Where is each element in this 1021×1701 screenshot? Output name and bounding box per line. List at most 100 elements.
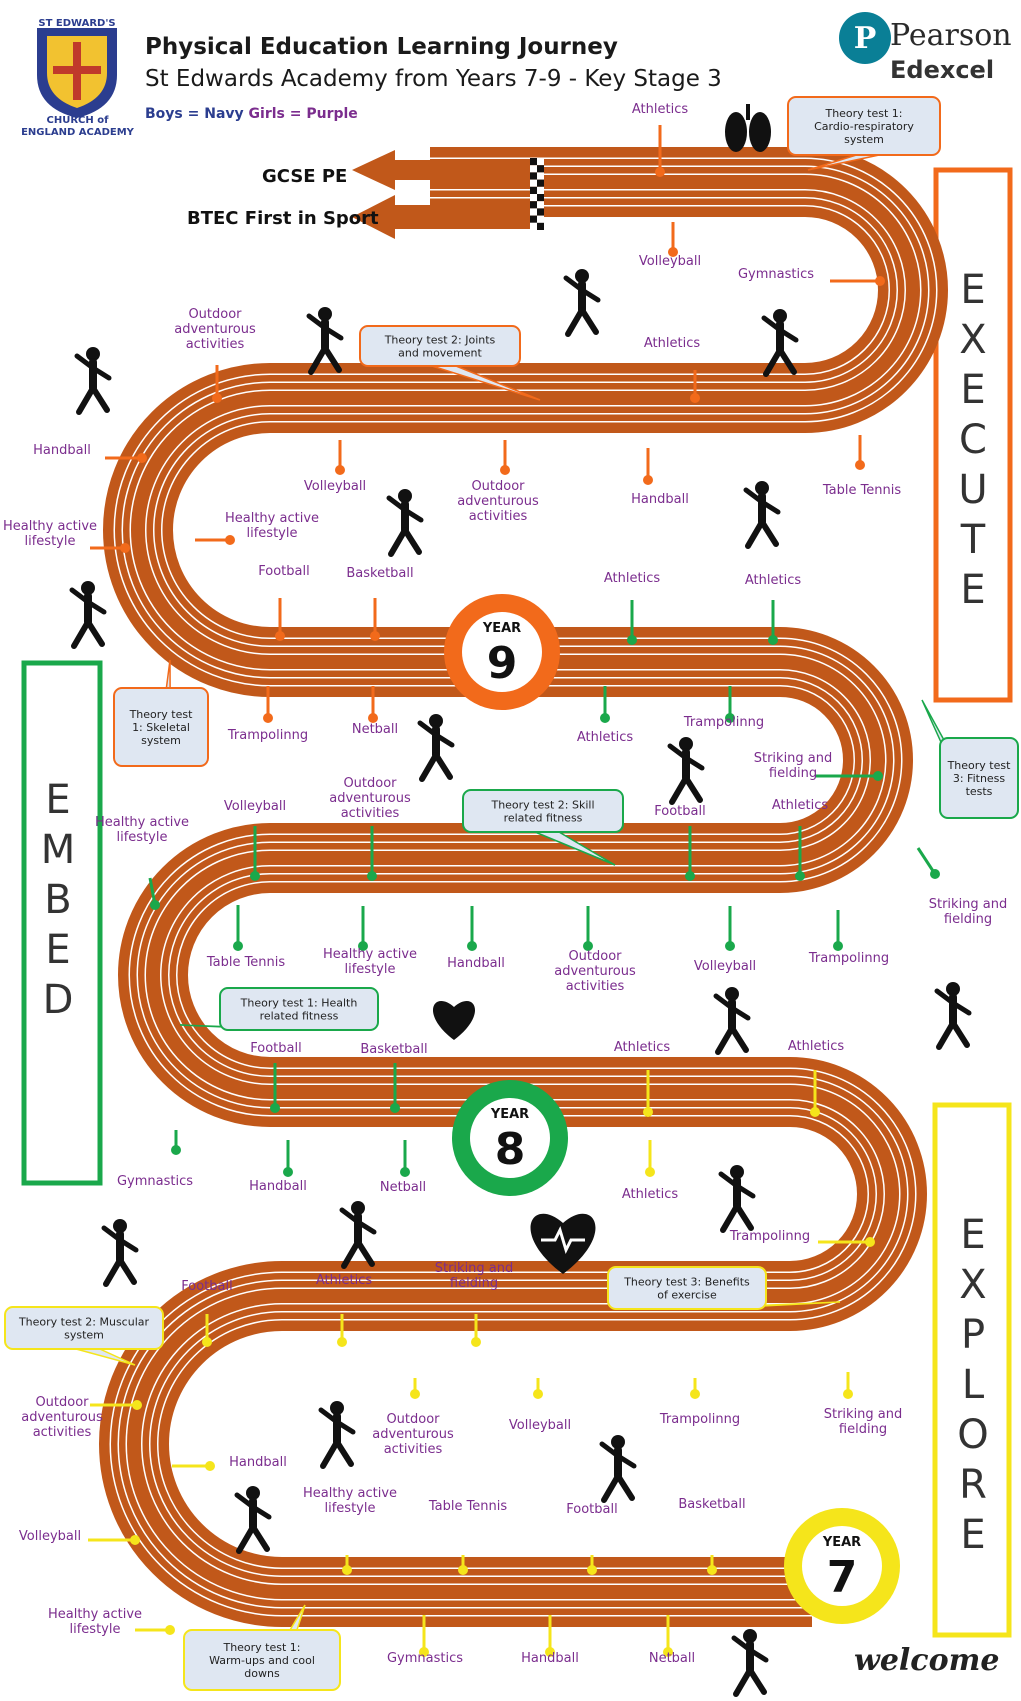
activity-label: activities [566,979,625,994]
activity-pin-dot [655,167,665,177]
activity-marker: Netball [380,1140,426,1195]
finish-flag-square [537,201,544,209]
activity-pin-dot [725,713,735,723]
activity-pin-dot [668,247,678,257]
human-pyramid-icon [74,347,112,415]
callout-text: 1: Skeletal [132,721,190,734]
callout-text: of exercise [657,1289,717,1302]
callout-text: Cardio-respiratory [814,120,914,133]
activity-label: Handball [447,956,505,971]
stage-letter: E [960,267,986,313]
activity-marker: Volleyball [19,1529,140,1545]
legend-girls: Girls = Purple [248,106,358,122]
activity-marker: Handball [172,1455,287,1471]
figure-leg [341,1239,361,1269]
callout-text: Theory test 2: Skill [490,799,594,812]
callout-text: downs [244,1667,280,1680]
callout-box [939,737,1019,819]
figure-leg [747,1667,767,1695]
activity-label: Outdoor [343,776,397,791]
activity-label: Striking and [824,1407,903,1422]
activity-label: Gymnastics [117,1174,193,1189]
figure-leg [715,1025,735,1055]
bodybuilder-icon [101,1219,139,1287]
activity-marker: Football [250,1041,302,1113]
activity-pin-dot [643,475,653,485]
figure-leg [615,1473,635,1501]
finish-flag-square [537,222,544,230]
activity-marker: Football [258,564,310,641]
stage-letter: E [960,567,986,613]
figure-leg [322,345,342,373]
activity-label: Basketball [360,1042,427,1057]
activity-marker: Athletics [632,102,688,177]
activity-label: Handball [33,443,91,458]
figure-leg [950,1020,970,1048]
activity-pin-dot [467,941,477,951]
figure-leg [759,519,779,547]
callout-text: related fitness [504,812,583,825]
figure-arm [599,1441,621,1459]
stage-letter: X [959,1262,987,1308]
figure-arm [74,353,96,371]
activity-label: fielding [450,1276,498,1291]
activity-label: adventurous [457,494,539,509]
activity-pin-dot [171,1145,181,1155]
activity-pin-dot [390,1103,400,1113]
activity-label: Healthy active [48,1607,142,1622]
activity-pin-dot [150,900,160,910]
activity-pin-dot [400,1167,410,1177]
activity-label: Healthy active [95,815,189,830]
figure-head [725,987,739,1001]
figure-head [755,481,769,495]
year-label: YEAR [482,621,521,636]
activity-pin-dot [233,941,243,951]
figure-arm [713,993,735,1011]
figure-arm [759,499,781,515]
figure-arm [777,327,799,343]
finish-flag-square [530,165,537,173]
activity-label: Netball [352,722,398,737]
activity-marker: Football [654,804,706,881]
callout-text: Theory test 3: Benefits [623,1276,750,1289]
figure-leg [402,527,422,555]
figure-head [86,347,100,361]
callout-pointer [431,365,541,401]
callout-text: Theory test [129,708,194,721]
school-crest-icon [37,28,117,118]
basketball-player-icon [599,1435,637,1503]
callout-pointer [75,1348,136,1366]
figure-leg [419,752,439,782]
activity-marker: Trampolinng [808,910,889,966]
activity-label: Outdoor [188,307,242,322]
activity-label: Athletics [632,102,688,117]
figure-arm [761,315,783,333]
netball-players-icon [731,1629,769,1697]
trampolinist-icon [718,1165,756,1233]
stage-letter: R [959,1462,987,1508]
activity-pin-dot [627,635,637,645]
activity-marker: Trampolinng [227,686,308,743]
figure-leg [90,385,110,413]
figure-arm [433,732,455,748]
activity-pin-dot [202,1337,212,1347]
activity-pin-dot [685,871,695,881]
welcome-text: welcome [854,1643,1000,1678]
figure-leg [763,347,783,377]
year-number: 9 [487,638,518,689]
table-tennis-player-icon [743,481,781,549]
activity-marker: Volleyball [639,222,701,269]
activity-pin-dot [810,1107,820,1117]
figure-arm [250,1504,272,1520]
activity-pin-dot [275,631,285,641]
activity-marker: Athletics [772,798,828,881]
